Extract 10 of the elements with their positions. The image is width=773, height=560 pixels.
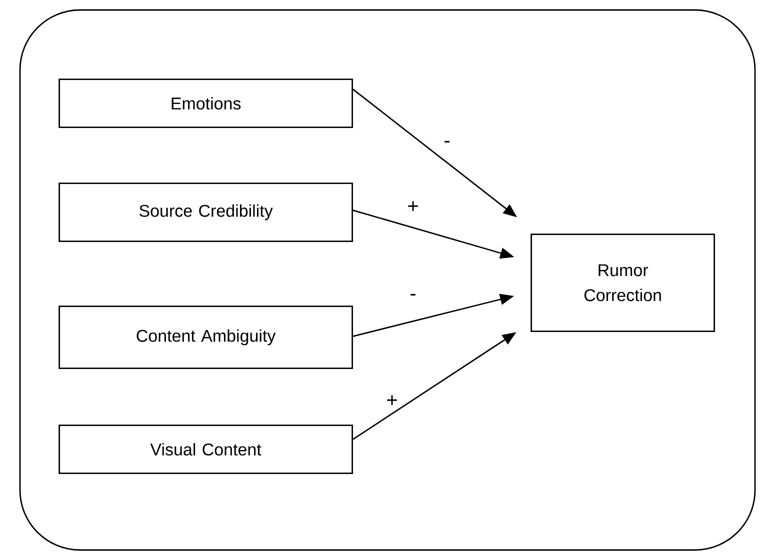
frame-box bbox=[19, 9, 756, 551]
process-box: Content Ambiguity bbox=[58, 306, 353, 369]
process-box: Rumor Correction bbox=[530, 234, 715, 332]
process-box: Source Credibility bbox=[58, 182, 353, 242]
process-box: Visual Content bbox=[58, 424, 353, 474]
edge-label: + bbox=[385, 394, 399, 408]
edge-label: - bbox=[442, 140, 452, 148]
edge-label: + bbox=[406, 200, 420, 214]
process-box: Emotions bbox=[58, 78, 353, 128]
edge-label: - bbox=[408, 292, 418, 302]
